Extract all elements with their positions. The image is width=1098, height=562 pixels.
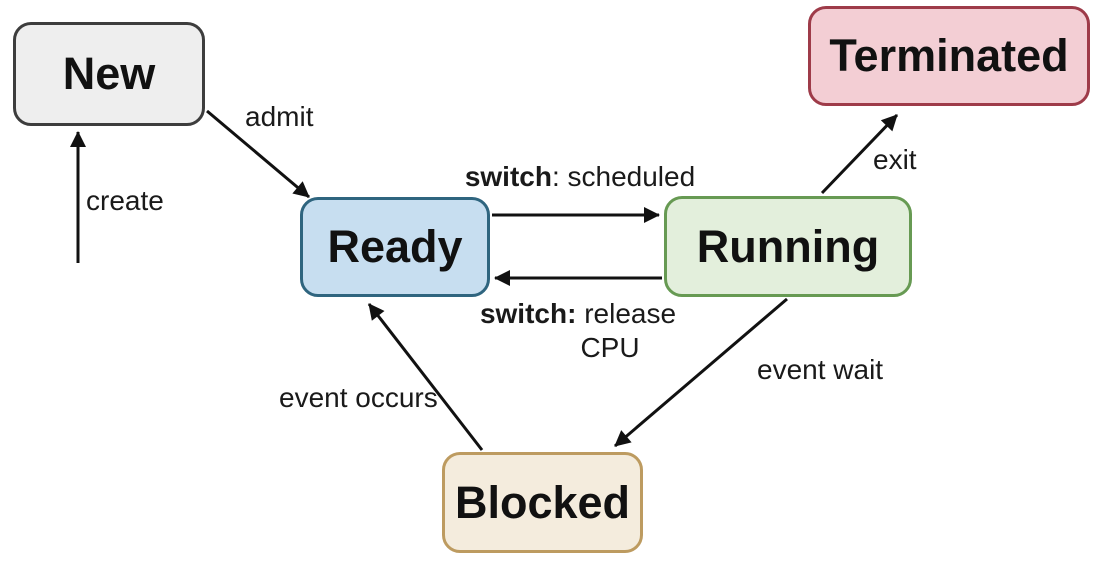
arrow-exit	[820, 113, 899, 195]
state-blocked-label: Blocked	[454, 476, 631, 528]
state-terminated: Terminated	[808, 6, 1090, 106]
transition-label-create: create	[86, 185, 164, 216]
state-new-label: New	[62, 48, 156, 99]
state-running: Running	[664, 196, 912, 297]
state-ready: Ready	[300, 197, 490, 297]
transition-label-exit: exit	[873, 144, 917, 175]
transition-label-admit: admit	[245, 101, 314, 132]
state-ready-label: Ready	[327, 221, 463, 272]
arrow-event-wait	[614, 297, 788, 448]
transition-label-event-wait: event wait	[757, 354, 884, 385]
transition-label-switch-release-cpu: switch: release CPU	[458, 297, 698, 364]
transition-label-event-occurs: event occurs	[279, 382, 438, 413]
state-new: New	[13, 22, 205, 126]
state-running-label: Running	[696, 220, 880, 272]
transition-label-switch-scheduled: switch: scheduled	[464, 161, 696, 192]
state-terminated-label: Terminated	[829, 30, 1069, 81]
arrow-admit	[206, 109, 310, 199]
transition-label-release-line2: CPU	[580, 331, 640, 363]
state-blocked: Blocked	[442, 452, 643, 553]
arrow-event-occurs	[367, 303, 484, 451]
